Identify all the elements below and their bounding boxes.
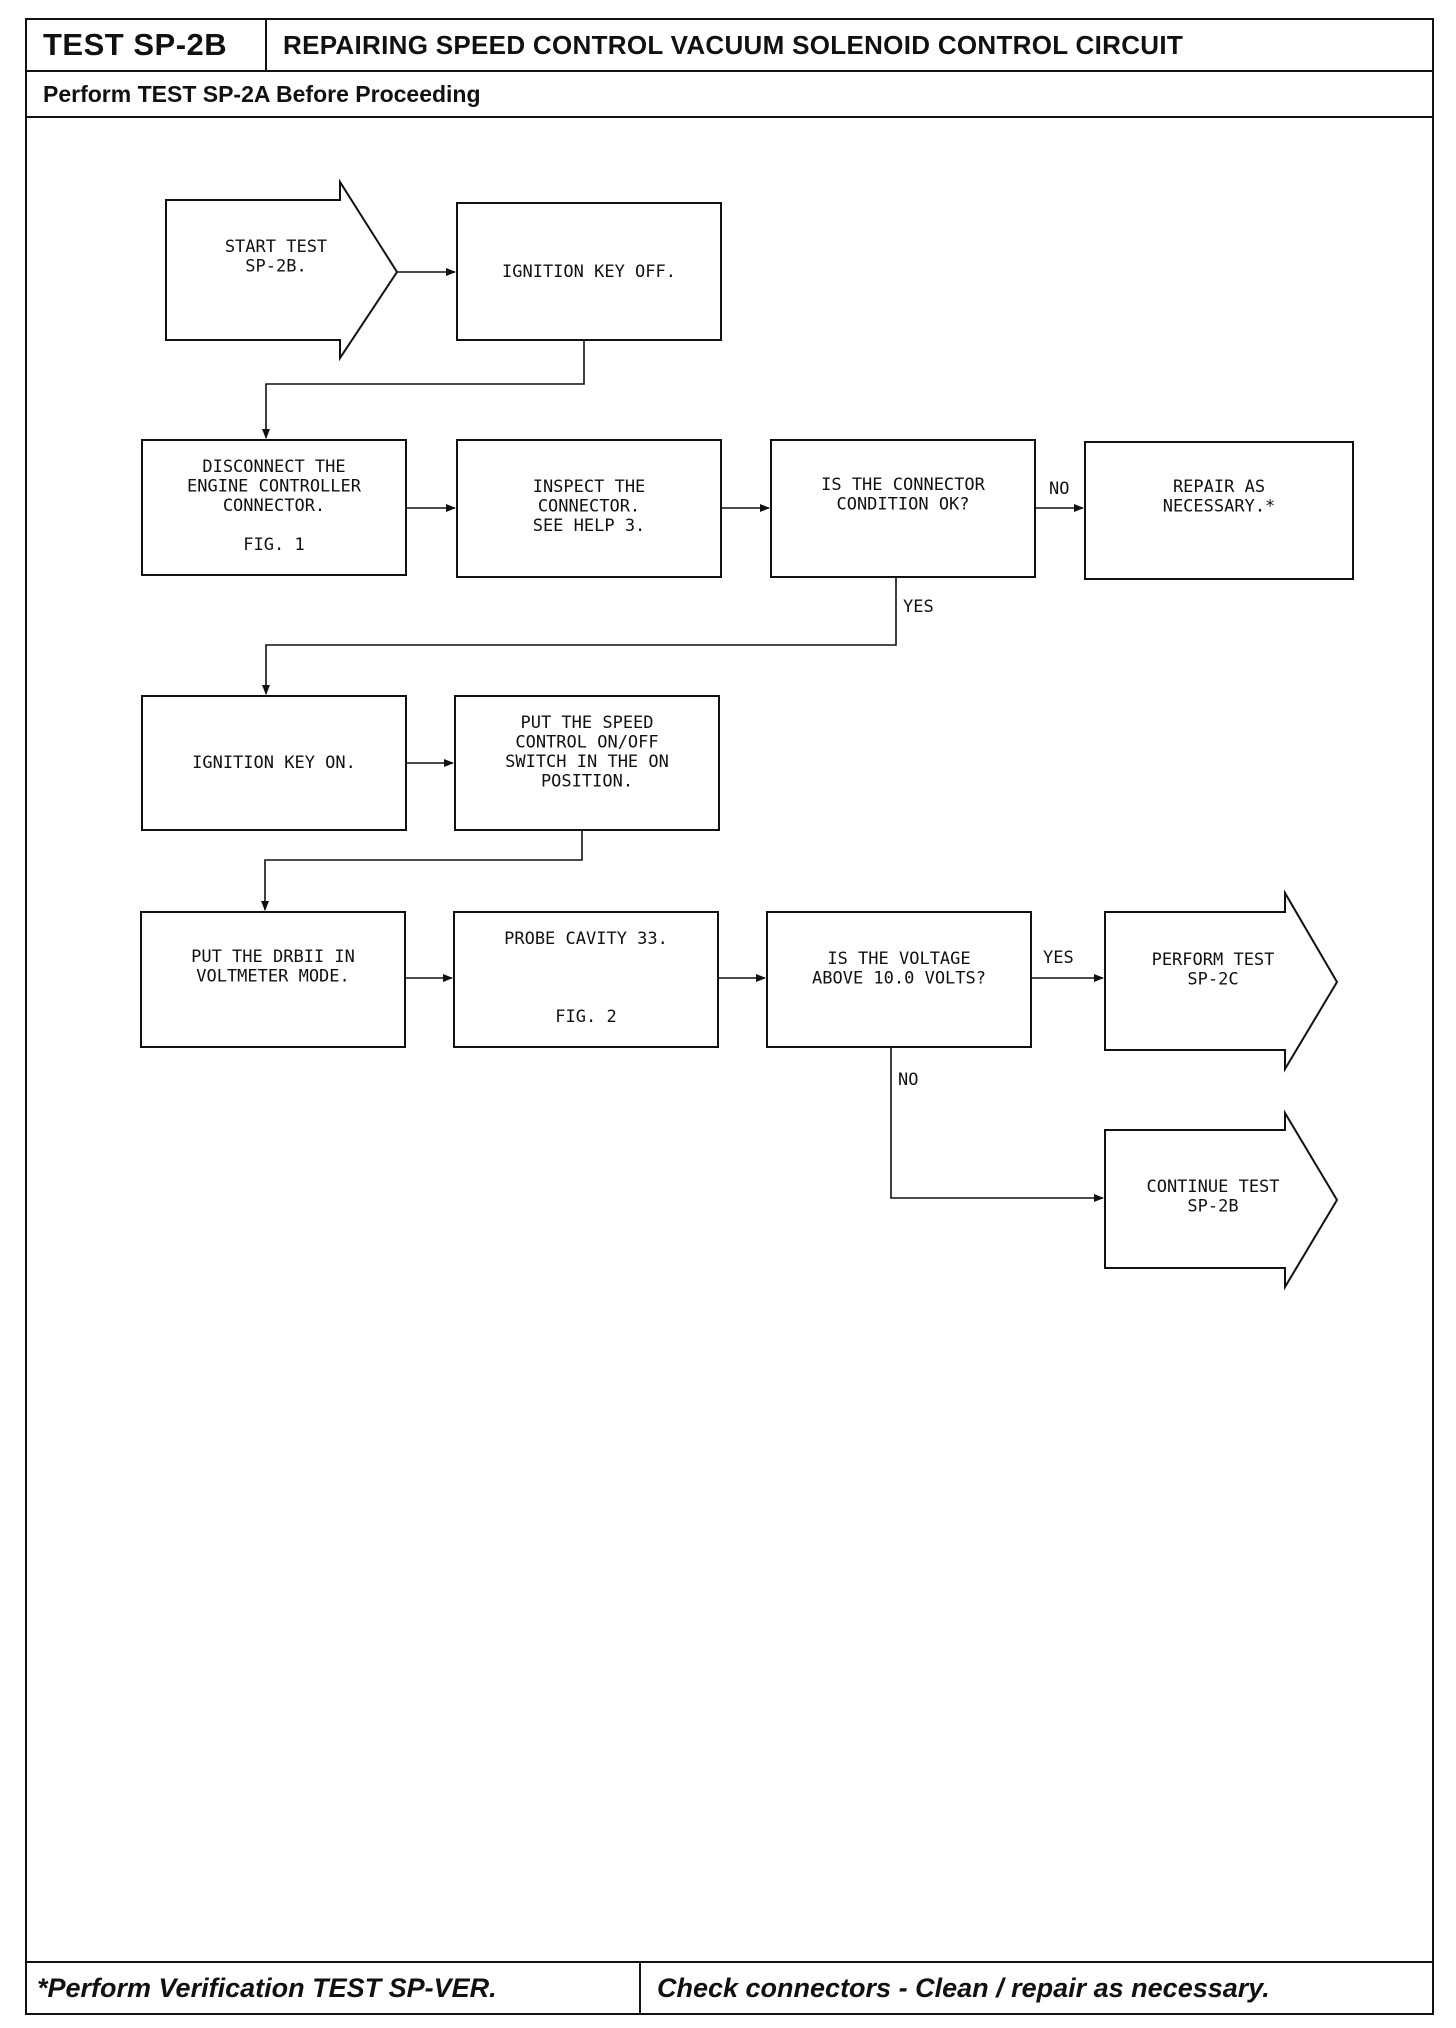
box-text-line: PUT THE DRBII IN [191, 947, 355, 967]
box-text-line: SWITCH IN THE ON [505, 752, 669, 772]
box-text-line: IGNITION KEY OFF. [502, 262, 676, 282]
ignition-off-text: IGNITION KEY OFF. [502, 262, 676, 282]
connector-decision-yes-to-ignition-on [262, 577, 897, 695]
box-text-line: PUT THE SPEED [520, 713, 653, 733]
ignition-on-text: IGNITION KEY ON. [192, 753, 356, 773]
box-text-line: VOLTMETER MODE. [196, 967, 350, 987]
box-text-line: SP-2B. [245, 257, 306, 277]
box-text-line: SP-2C [1187, 970, 1238, 990]
footer-bar: *Perform Verification TEST SP-VER. Check… [27, 1961, 1432, 2013]
box-text-line: ENGINE CONTROLLER [187, 477, 362, 497]
connector-ignition-off-to-disconnect [262, 340, 585, 439]
branch-label-yes-1: YES [903, 597, 934, 617]
probe-cavity-box: PROBE CAVITY 33. FIG. 2 [453, 911, 719, 1048]
probe-cavity-text: PROBE CAVITY 33. FIG. 2 [504, 929, 668, 1027]
connector-switch-to-drbii [261, 830, 583, 911]
box-text-line: PROBE CAVITY 33. [504, 929, 668, 949]
box-text-line: CONDITION OK? [836, 495, 969, 515]
footer-verification-note: *Perform Verification TEST SP-VER. [27, 1963, 641, 2013]
box-text-line: CONNECTOR. [223, 496, 325, 516]
box-text-line: FIG. 1 [243, 535, 304, 555]
box-text-line: SEE HELP 3. [533, 516, 646, 536]
box-text-line: REPAIR AS [1173, 477, 1265, 497]
box-text-line: IS THE VOLTAGE [827, 949, 970, 969]
box-text-line: DISCONNECT THE [202, 457, 345, 477]
branch-label-yes-2: YES [1043, 948, 1074, 968]
branch-label-no-1: NO [1049, 479, 1069, 499]
box-text-line: FIG. 2 [555, 1007, 616, 1027]
branch-label-no-2: NO [898, 1070, 918, 1090]
header-bar: TEST SP-2B REPAIRING SPEED CONTROL VACUU… [27, 20, 1432, 72]
page-frame: TEST SP-2B REPAIRING SPEED CONTROL VACUU… [25, 18, 1434, 2015]
footer-connector-note: Check connectors - Clean / repair as nec… [657, 1973, 1270, 2003]
box-text-line: INSPECT THE [533, 477, 646, 497]
ignition-off-box: IGNITION KEY OFF. [456, 202, 722, 341]
box-text-line: IS THE CONNECTOR [821, 475, 986, 495]
prerequisite-note: Perform TEST SP-2A Before Proceeding [27, 72, 1432, 118]
box-text-line: CONTROL ON/OFF [515, 733, 658, 753]
box-text-line: CONTINUE TEST [1146, 1177, 1279, 1197]
ignition-on-box: IGNITION KEY ON. [141, 695, 407, 831]
box-text-line: CONNECTOR. [538, 497, 640, 517]
box-text-line: NECESSARY.* [1163, 497, 1276, 517]
box-text-line: PERFORM TEST [1152, 950, 1275, 970]
connector-decision-no-to-continue-2b [890, 1047, 1104, 1202]
page-title: REPAIRING SPEED CONTROL VACUUM SOLENOID … [283, 30, 1184, 60]
box-text-line: IGNITION KEY ON. [192, 753, 356, 773]
box-text-line: SP-2B [1187, 1197, 1238, 1217]
box-text-line: START TEST [225, 237, 327, 257]
box-text-line: POSITION. [541, 772, 633, 792]
test-id: TEST SP-2B [27, 20, 267, 70]
box-text-line: ABOVE 10.0 VOLTS? [812, 969, 986, 989]
